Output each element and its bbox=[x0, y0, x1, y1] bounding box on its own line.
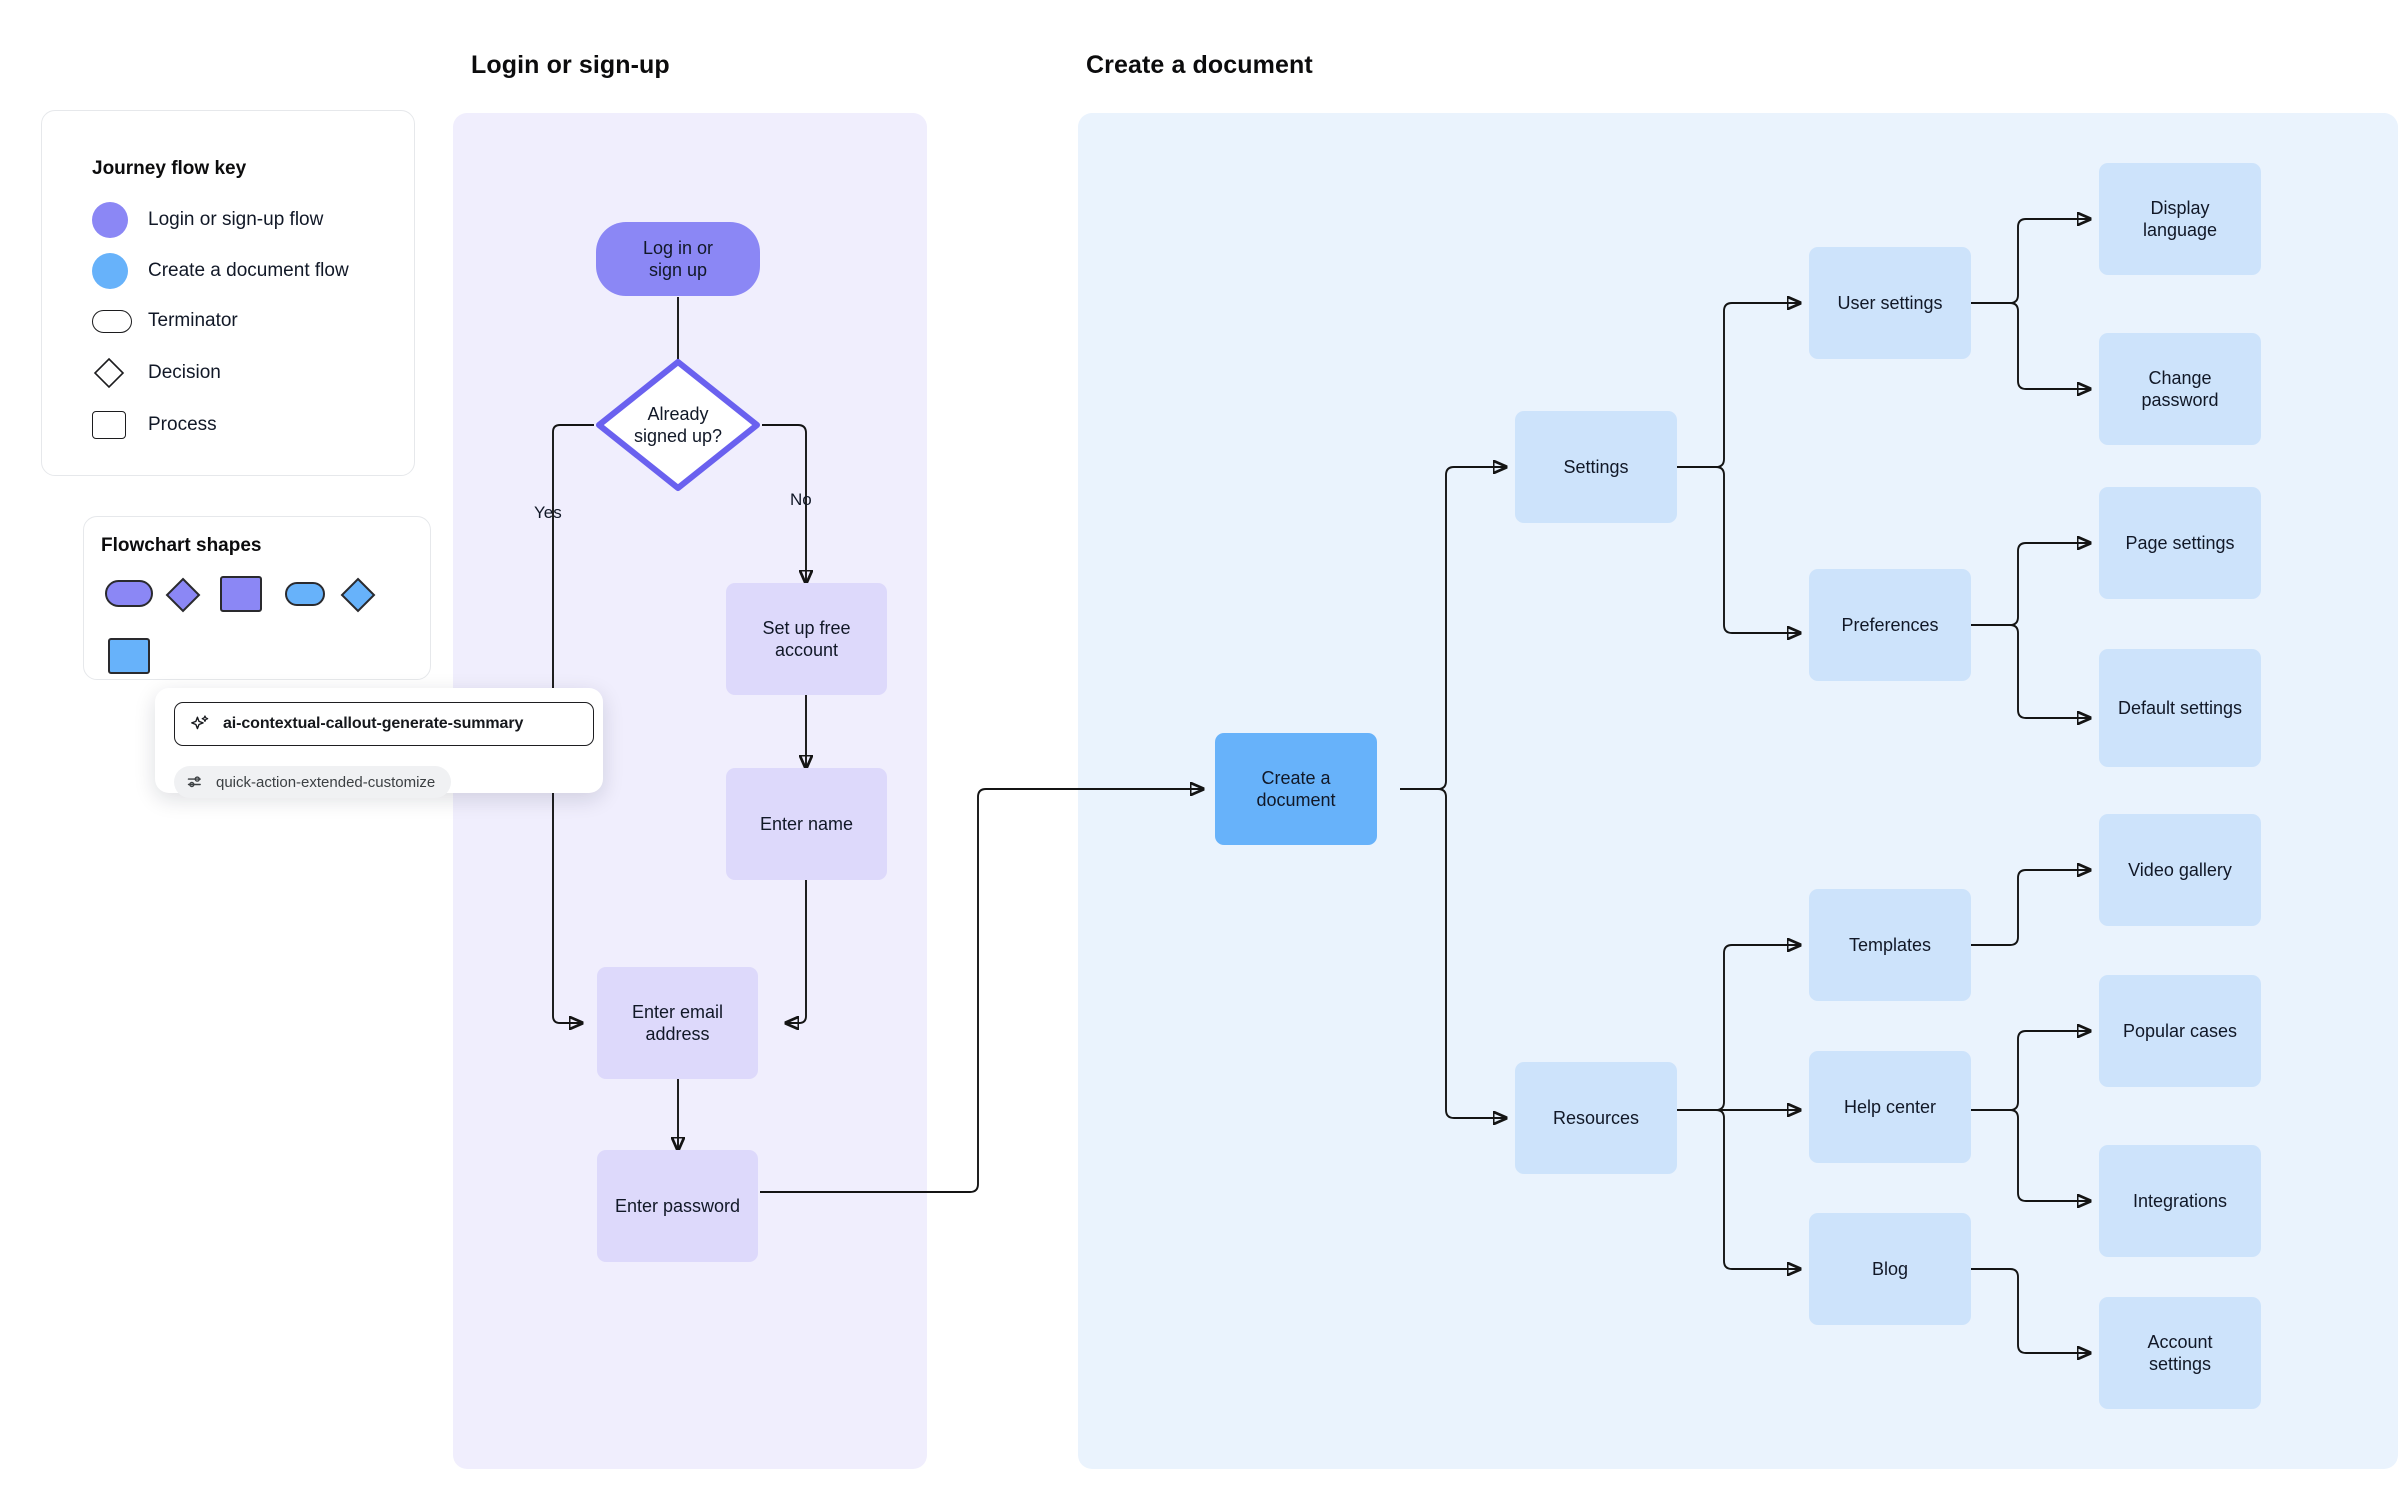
node-templates[interactable]: Templates bbox=[1809, 889, 1971, 1001]
legend-label: Decision bbox=[148, 362, 221, 383]
legend-swatch-blue-circle bbox=[92, 253, 128, 289]
node-integrations[interactable]: Integrations bbox=[2099, 1145, 2261, 1257]
quick-action-chip-label: quick-action-extended-customize bbox=[216, 773, 436, 791]
edge-label-no: No bbox=[790, 490, 812, 509]
flowchart-shapes-title: Flowchart shapes bbox=[101, 535, 262, 556]
node-blog[interactable]: Blog bbox=[1809, 1213, 1971, 1325]
legend-label: Login or sign-up flow bbox=[148, 209, 324, 230]
legend-swatch-purple-circle bbox=[92, 202, 128, 238]
legend-label: Create a document flow bbox=[148, 260, 349, 281]
node-settings[interactable]: Settings bbox=[1515, 411, 1677, 523]
legend-label: Process bbox=[148, 414, 217, 435]
palette-shape-process-purple[interactable] bbox=[220, 576, 262, 612]
node-resources[interactable]: Resources bbox=[1515, 1062, 1677, 1174]
palette-shape-terminator-blue[interactable] bbox=[285, 582, 325, 606]
document-section-title: Create a document bbox=[1086, 51, 1313, 79]
legend-title: Journey flow key bbox=[92, 158, 247, 179]
palette-shape-decision-blue[interactable] bbox=[340, 577, 376, 618]
legend-item-document-flow: Create a document flow bbox=[92, 253, 349, 289]
node-preferences[interactable]: Preferences bbox=[1809, 569, 1971, 681]
legend-item-terminator: Terminator bbox=[92, 304, 238, 338]
legend-swatch-decision-shape bbox=[92, 356, 126, 390]
node-user-settings[interactable]: User settings bbox=[1809, 247, 1971, 359]
quick-action-extended-customize-chip[interactable]: quick-action-extended-customize bbox=[174, 766, 452, 798]
node-video-gallery[interactable]: Video gallery bbox=[2099, 814, 2261, 926]
sliders-icon bbox=[186, 772, 206, 792]
palette-shape-terminator-purple[interactable] bbox=[105, 580, 153, 607]
node-default-settings[interactable]: Default settings bbox=[2099, 649, 2261, 767]
legend-item-login-flow: Login or sign-up flow bbox=[92, 202, 323, 238]
palette-shape-process-blue[interactable] bbox=[108, 638, 150, 674]
legend-item-decision: Decision bbox=[92, 356, 221, 390]
login-section-title: Login or sign-up bbox=[471, 51, 670, 79]
node-enter-name[interactable]: Enter name bbox=[726, 768, 887, 880]
node-help-center[interactable]: Help center bbox=[1809, 1051, 1971, 1163]
node-enter-password[interactable]: Enter password bbox=[597, 1150, 758, 1262]
legend-swatch-process-shape bbox=[92, 411, 126, 439]
sparkle-icon bbox=[189, 713, 211, 735]
legend-label: Terminator bbox=[148, 310, 238, 331]
ai-contextual-callout-generate-summary-button[interactable]: ai-contextual-callout-generate-summary bbox=[174, 702, 594, 746]
palette-shape-decision-purple[interactable] bbox=[165, 577, 201, 618]
edge-label-yes: Yes bbox=[534, 503, 562, 522]
ai-callout-primary-label: ai-contextual-callout-generate-summary bbox=[223, 715, 524, 732]
legend-item-process: Process bbox=[92, 408, 217, 442]
node-page-settings[interactable]: Page settings bbox=[2099, 487, 2261, 599]
node-popular-cases[interactable]: Popular cases bbox=[2099, 975, 2261, 1087]
decision-diamond-shape bbox=[596, 359, 760, 491]
legend-swatch-terminator-shape bbox=[92, 309, 132, 333]
